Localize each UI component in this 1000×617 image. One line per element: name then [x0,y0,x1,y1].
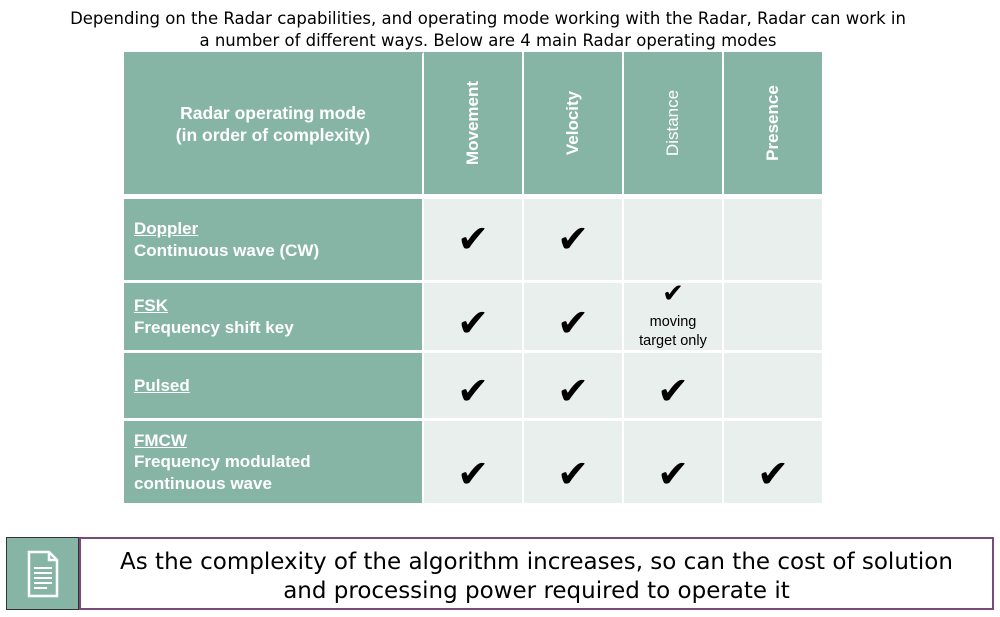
header-presence: Presence [724,52,822,199]
cell-fmcw-velocity: ✔ [524,421,624,506]
mode-desc-fmcw-2: continuous wave [134,473,272,493]
mode-name-fmcw: FMCW [134,430,187,450]
intro-line-2: a number of different ways. Below are 4 … [199,31,777,50]
row-label-doppler: Doppler Continuous wave (CW) [124,199,424,283]
header-movement: Movement [424,52,524,199]
footer-line-2: and processing power required to operate… [283,578,790,604]
header-mode-line-2: (in order of complexity) [175,125,371,145]
header-mode-line-1: Radar operating mode [180,103,366,123]
check-icon: ✔ [457,369,489,414]
row-label-fmcw: FMCW Frequency modulated continuous wave [124,421,424,506]
cell-doppler-distance [624,199,724,283]
cell-fmcw-movement: ✔ [424,421,524,506]
header-row: Radar operating mode (in order of comple… [124,52,822,199]
cell-pulsed-presence [724,353,822,421]
check-icon: ✔ [557,369,589,414]
mode-name-pulsed: Pulsed [134,376,190,395]
cell-doppler-presence [724,199,822,283]
check-icon: ✔ [557,217,589,262]
mode-name-doppler: Doppler [134,219,199,238]
table-row-fsk: FSK Frequency shift key ✔ ✔ ✔ moving tar… [124,279,822,353]
cell-pulsed-velocity: ✔ [524,353,624,421]
intro-text: Depending on the Radar capabilities, and… [0,8,976,52]
cell-pulsed-distance: ✔ [624,353,724,421]
table-row-fmcw: FMCW Frequency modulated continuous wave… [124,421,822,506]
distance-note-line-1: moving [649,314,697,330]
cell-doppler-movement: ✔ [424,199,524,283]
header-distance: Distance [624,52,724,199]
header-mode: Radar operating mode (in order of comple… [124,52,424,199]
check-icon: ✔ [457,452,489,497]
radar-modes-table: Radar operating mode (in order of comple… [124,52,822,506]
footer-line-1: As the complexity of the algorithm incre… [120,549,953,575]
document-icon [6,537,79,610]
row-label-pulsed: Pulsed [124,353,424,421]
document-icon-graphic [27,550,59,598]
check-icon: ✔ [657,452,689,497]
mode-desc-fmcw-1: Frequency modulated [134,452,311,472]
distance-note-line-2: target only [639,333,707,349]
cell-fmcw-distance: ✔ [624,421,724,506]
cell-fsk-distance: ✔ moving target only [624,279,724,353]
header-velocity-label: Velocity [563,90,582,156]
cell-fsk-velocity: ✔ [524,283,624,353]
check-icon: ✔ [662,279,684,309]
header-velocity: Velocity [524,52,624,199]
check-icon: ✔ [657,369,689,414]
table-row-doppler: Doppler Continuous wave (CW) ✔ ✔ [124,199,822,283]
mode-desc-fsk: Frequency shift key [134,317,294,337]
footer-message-box: As the complexity of the algorithm incre… [79,537,994,610]
cell-fmcw-presence: ✔ [724,421,822,506]
table-row-pulsed: Pulsed ✔ ✔ ✔ [124,353,822,421]
check-icon: ✔ [557,300,589,345]
header-presence-label: Presence [763,85,782,161]
distance-note: moving target only [624,313,722,351]
check-icon: ✔ [757,452,789,497]
mode-name-fsk: FSK [134,296,168,315]
mode-desc-doppler: Continuous wave (CW) [134,240,320,260]
check-icon: ✔ [457,300,489,345]
footer-callout: As the complexity of the algorithm incre… [6,537,994,610]
check-icon: ✔ [457,217,489,262]
header-movement-label: Movement [463,80,482,166]
cell-pulsed-movement: ✔ [424,353,524,421]
footer-message: As the complexity of the algorithm incre… [81,548,992,606]
cell-fsk-presence [724,283,822,353]
check-icon: ✔ [557,452,589,497]
row-label-fsk: FSK Frequency shift key [124,283,424,353]
header-distance-label: Distance [663,89,682,157]
intro-line-1: Depending on the Radar capabilities, and… [70,9,906,28]
cell-fsk-movement: ✔ [424,283,524,353]
cell-doppler-velocity: ✔ [524,199,624,283]
